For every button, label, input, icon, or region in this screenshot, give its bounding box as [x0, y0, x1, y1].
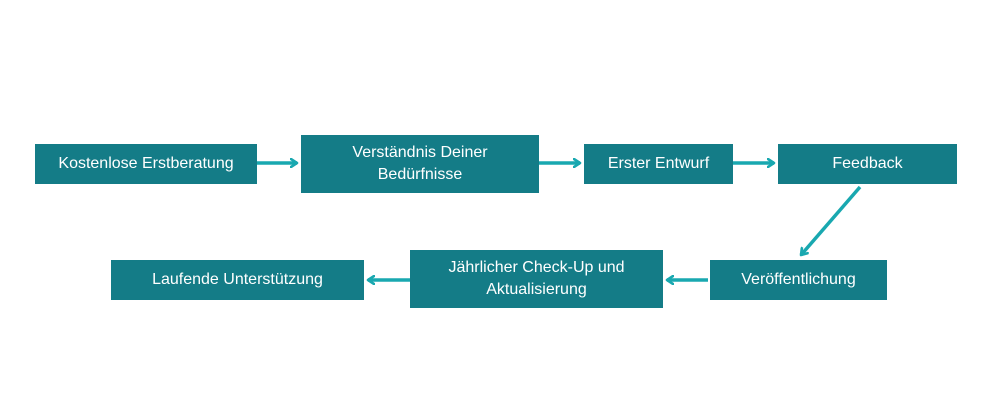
- step-label: Veröffentlichung: [741, 271, 856, 288]
- step-veroeffentlichung: Veröffentlichung: [710, 260, 887, 300]
- step-label: Jährlicher Check-Up und Aktualisierung: [448, 259, 625, 298]
- step-label: Feedback: [832, 155, 903, 172]
- step-label: Verständnis Deiner Bedürfnisse: [352, 144, 488, 183]
- step-label: Kostenlose Erstberatung: [58, 155, 234, 172]
- step-kostenlose-erstberatung: Kostenlose Erstberatung: [35, 144, 257, 184]
- step-label: Laufende Unterstützung: [152, 271, 323, 288]
- step-erster-entwurf: Erster Entwurf: [584, 144, 733, 184]
- arrow-step4-to-step5: [799, 185, 862, 255]
- step-laufende-unterstuetzung: Laufende Unterstützung: [111, 260, 364, 300]
- step-feedback: Feedback: [778, 144, 957, 184]
- step-label: Erster Entwurf: [607, 155, 710, 172]
- step-verstaendnis-beduerfnisse: Verständnis Deiner Bedürfnisse: [301, 135, 539, 193]
- step-jaehrlicher-check-up: Jährlicher Check-Up und Aktualisierung: [410, 250, 663, 308]
